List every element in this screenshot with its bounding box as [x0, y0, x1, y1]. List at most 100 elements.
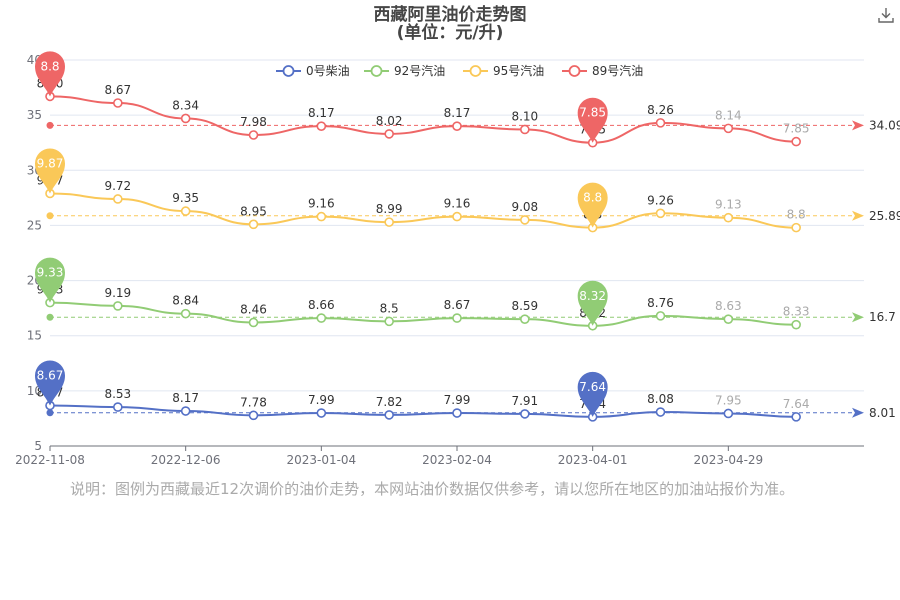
data-label: 7.78: [240, 395, 267, 409]
min-pin-shape: [577, 182, 608, 228]
chart-title: 西藏阿里油价走势图: [374, 4, 527, 25]
data-point: [384, 316, 394, 327]
min-pin-label: 7.64: [579, 380, 606, 394]
data-label: 9.16: [444, 197, 471, 211]
data-label: 7.82: [376, 395, 403, 409]
data-point: [316, 211, 327, 222]
data-point: [384, 217, 394, 227]
legend-item: 95号汽油: [463, 63, 544, 78]
data-label: 7.99: [444, 393, 471, 407]
data-label: 8.99: [376, 202, 403, 216]
max-pin-label: 8.67: [37, 369, 64, 383]
data-label: 8.66: [308, 298, 335, 312]
series-lines: [45, 91, 801, 422]
data-label: 8.17: [444, 106, 471, 120]
data-label: 7.85: [783, 122, 810, 136]
data-point: [180, 406, 191, 416]
data-point: [791, 319, 801, 330]
average-start-dot: [46, 313, 54, 321]
markers: 8.67 7.64 9.33 8.32 9.87 8.8 8.8 7.85: [35, 51, 608, 417]
legend-symbol: [282, 65, 295, 77]
data-label: 9.08: [511, 200, 538, 214]
data-label: 8.67: [444, 298, 471, 312]
data-label: 9.13: [715, 198, 742, 212]
data-label: 9.72: [104, 179, 131, 193]
data-point: [316, 121, 327, 131]
min-pin: 8.32: [577, 280, 608, 326]
data-point: [248, 219, 259, 230]
data-point: [180, 113, 191, 124]
min-pin-label: 7.85: [579, 106, 606, 120]
data-point: [723, 408, 734, 419]
data-label: 8.34: [172, 98, 199, 112]
data-label: 7.64: [783, 397, 810, 411]
series-line: [49, 404, 797, 418]
data-label: 8.5: [380, 301, 399, 315]
data-label: 8.26: [647, 103, 674, 117]
series-line: [49, 95, 797, 144]
data-point: [180, 206, 191, 216]
data-label: 8.02: [376, 114, 403, 128]
data-label: 9.19: [104, 286, 131, 300]
data-point: [248, 410, 259, 421]
max-pin: 9.87: [35, 148, 65, 194]
data-label: 8.8: [787, 208, 806, 222]
y-tick-label: 10: [27, 384, 42, 398]
data-point: [384, 410, 394, 420]
data-point: [791, 222, 801, 233]
x-tick-label: 2023-04-01: [558, 453, 628, 467]
data-point: [452, 211, 462, 222]
data-label: 9.35: [172, 191, 199, 205]
data-point: [655, 208, 666, 219]
data-point: [180, 308, 191, 319]
x-tick-label: 2023-02-04: [422, 453, 492, 467]
data-point: [655, 407, 666, 417]
data-point: [316, 408, 327, 418]
max-pin-label: 9.87: [37, 156, 64, 170]
data-label: 8.08: [647, 392, 674, 406]
max-pin-label: 9.33: [37, 266, 64, 280]
data-label: 9.26: [647, 193, 674, 207]
legend-item: 0号柴油: [276, 64, 350, 78]
data-point: [113, 301, 123, 311]
data-label: 8.84: [172, 294, 199, 308]
data-point: [113, 98, 123, 108]
data-point: [248, 317, 259, 328]
max-pin-label: 8.8: [40, 59, 59, 73]
average-arrow: [852, 120, 864, 131]
y-tick-label: 25: [27, 218, 42, 232]
average-label: 8.01: [869, 406, 896, 420]
x-tick-label: 2023-04-29: [693, 453, 763, 467]
y-tick-label: 35: [27, 108, 42, 122]
min-pin-shape: [577, 280, 608, 326]
data-point: [791, 136, 801, 147]
download-icon[interactable]: [877, 6, 895, 24]
data-point: [452, 313, 462, 323]
data-point: [384, 129, 394, 139]
data-point: [723, 212, 734, 223]
min-pin-label: 8.32: [579, 289, 606, 303]
data-label: 8.59: [511, 299, 538, 313]
min-pin: 8.8: [577, 182, 608, 228]
data-point: [723, 314, 734, 324]
series-line: [49, 192, 797, 229]
data-label: 8.14: [715, 108, 742, 122]
data-point: [316, 313, 327, 323]
y-tick-label: 15: [27, 329, 42, 343]
min-pin-label: 8.8: [583, 191, 602, 205]
data-point: [655, 311, 666, 321]
max-pin-shape: [35, 257, 65, 303]
data-label: 7.95: [715, 393, 742, 407]
average-arrow: [852, 312, 864, 323]
x-tick-label: 2022-11-08: [15, 453, 85, 467]
data-label: 8.95: [240, 204, 267, 218]
data-label: 8.76: [647, 296, 674, 310]
data-point: [655, 118, 666, 128]
max-pin-shape: [35, 360, 65, 406]
min-pin: 7.85: [577, 97, 608, 143]
data-point: [520, 124, 530, 135]
max-pin-shape: [35, 51, 65, 97]
legend-label: 92号汽油: [394, 63, 445, 78]
